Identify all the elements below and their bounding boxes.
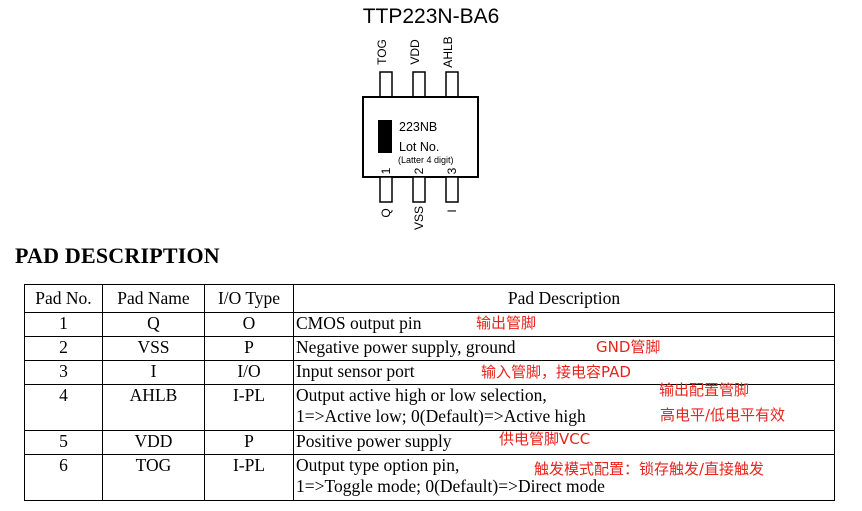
pin-3: 3 I xyxy=(445,167,459,212)
pad-no: 1 xyxy=(24,312,103,337)
pad-name: I xyxy=(102,360,205,385)
io-type: P xyxy=(204,336,294,361)
description-line: Output active high or low selection, xyxy=(296,385,547,405)
pad-no: 4 xyxy=(24,384,103,431)
pad-name: TOG xyxy=(102,454,205,501)
description-line: Positive power supply xyxy=(296,431,452,451)
pad-description: Positive power supply 供电管脚VCC xyxy=(293,430,835,455)
chip-package-diagram: 6 TOG 5 VDD 4 AHLB 223NB Lot No. (Latter… xyxy=(362,36,479,230)
description-line: Input sensor port xyxy=(296,361,415,381)
description-line: Negative power supply, ground xyxy=(296,337,516,357)
annotation-note: 输出管脚 xyxy=(476,314,537,332)
pin-1-number: 1 xyxy=(379,167,393,174)
pin-6-name: TOG xyxy=(375,39,389,65)
chip-marking: 223NB xyxy=(399,120,437,134)
pin-5-name: VDD xyxy=(408,39,422,65)
description-line: 1=>Active low; 0(Default)=>Active high xyxy=(296,406,586,426)
pad-description: CMOS output pin 输出管脚 xyxy=(293,312,835,337)
pad-no: 2 xyxy=(24,336,103,361)
annotation-note: 触发模式配置：锁存触发/直接触发 xyxy=(534,460,765,478)
pad-description: Output type option pin, 1=>Toggle mode; … xyxy=(293,454,835,501)
pad-name: AHLB xyxy=(102,384,205,431)
table-row: 2 VSS P Negative power supply, ground GN… xyxy=(24,336,835,361)
header-pad-no: Pad No. xyxy=(24,284,103,313)
pad-description: Output active high or low selection, 1=>… xyxy=(293,381,835,431)
lot-number-note: (Latter 4 digit) xyxy=(398,155,454,165)
table-row: 1 Q O CMOS output pin 输出管脚 xyxy=(24,312,835,337)
section-title: PAD DESCRIPTION xyxy=(15,243,220,268)
pad-description: Negative power supply, ground GND管脚 xyxy=(293,336,835,361)
table-row: 4 AHLB I-PL Output active high or low se… xyxy=(24,381,835,431)
pad-description: Input sensor port 输入管脚，接电容PAD xyxy=(293,360,835,385)
header-io-type: I/O Type xyxy=(204,284,294,313)
pad-no: 5 xyxy=(24,430,103,455)
io-type: I-PL xyxy=(204,384,294,431)
pin-2-name: VSS xyxy=(412,206,426,230)
pin-1-name: Q xyxy=(379,208,393,217)
header-pad-name: Pad Name xyxy=(102,284,205,313)
io-type: O xyxy=(204,312,294,337)
header-pad-description: Pad Description xyxy=(293,284,835,313)
annotation-note: 高电平/低电平有效 xyxy=(660,406,786,424)
pin-1: 1 Q xyxy=(379,167,393,217)
pin1-marker xyxy=(378,120,392,153)
pad-no: 6 xyxy=(24,454,103,501)
pad-name: VDD xyxy=(102,430,205,455)
annotation-note: 输出配置管脚 xyxy=(659,381,750,399)
pin-2-number: 2 xyxy=(412,167,426,174)
io-type: I-PL xyxy=(204,454,294,501)
chip-body xyxy=(362,96,479,178)
annotation-note: 输入管脚，接电容PAD xyxy=(481,363,631,381)
pin-4-name: AHLB xyxy=(441,36,455,67)
annotation-note: GND管脚 xyxy=(596,338,661,356)
pin-3-name: I xyxy=(445,209,459,212)
pad-name: VSS xyxy=(102,336,205,361)
annotation-note: 供电管脚VCC xyxy=(499,430,591,448)
description-line: Output type option pin, xyxy=(296,455,460,475)
pad-no: 3 xyxy=(24,360,103,385)
table-row: 6 TOG I-PL Output type option pin, 1=>To… xyxy=(24,454,835,501)
pad-name: Q xyxy=(102,312,205,337)
pad-description-table: Pad No. Pad Name I/O Type Pad Descriptio… xyxy=(24,284,835,501)
io-type: I/O xyxy=(204,360,294,385)
description-line: 1=>Toggle mode; 0(Default)=>Direct mode xyxy=(296,476,605,496)
chip-title: TTP223N-BA6 xyxy=(362,5,500,28)
description-line: CMOS output pin xyxy=(296,313,422,333)
pin-3-number: 3 xyxy=(445,167,459,174)
table-header-row: Pad No. Pad Name I/O Type Pad Descriptio… xyxy=(24,284,835,313)
pin-2: 2 VSS xyxy=(412,167,426,230)
table-row: 3 I I/O Input sensor port 输入管脚，接电容PAD xyxy=(24,360,835,385)
lot-number-label: Lot No. xyxy=(399,140,439,154)
io-type: P xyxy=(204,430,294,455)
table-row: 5 VDD P Positive power supply 供电管脚VCC xyxy=(24,430,835,455)
